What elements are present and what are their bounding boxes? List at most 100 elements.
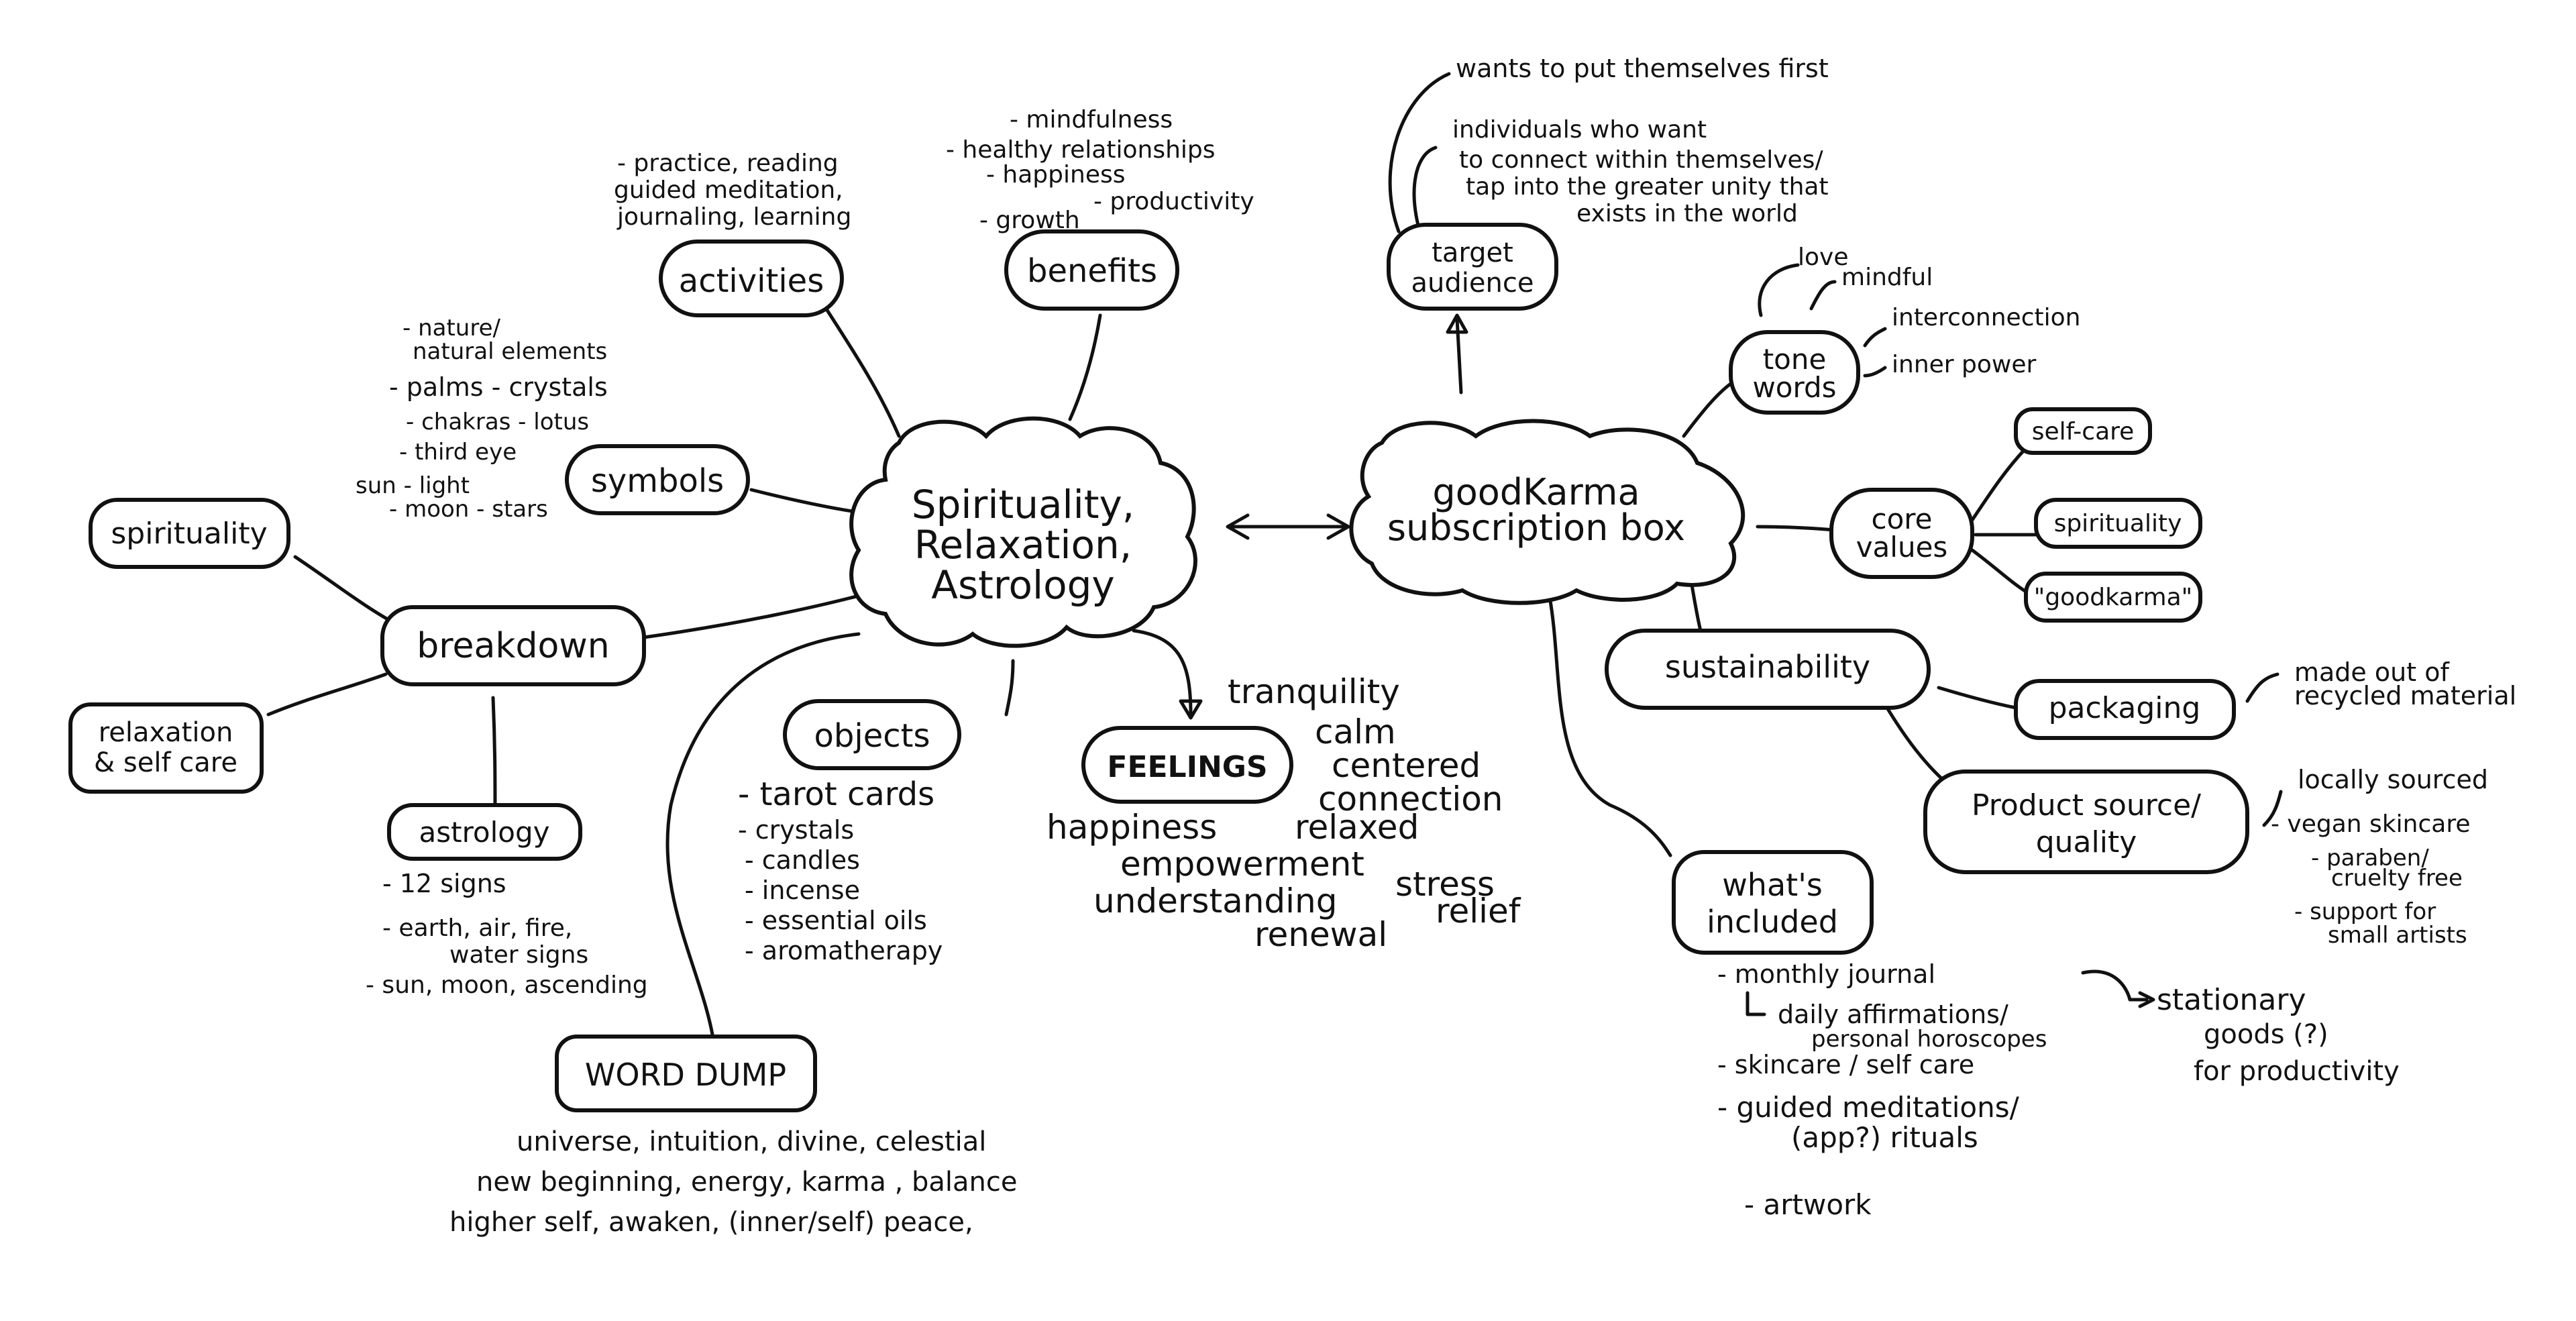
activities-label: activities [679,262,824,300]
main-topic-cloud: Spirituality, Relaxation, Astrology [849,416,1197,648]
benefits-node: benefits [1004,229,1179,311]
tone-words-line1: tone [1763,343,1827,376]
activities-notes: - practice, reading guided meditation, j… [614,150,851,231]
line-breakdown [642,588,881,639]
line-symbols [749,488,867,515]
main-topic-line1: Spirituality, [912,482,1134,527]
core-value-spirituality: spirituality [2034,498,2202,549]
breakdown-label: breakdown [417,626,610,666]
line-core-values [1756,525,1837,532]
included-note-6: (app?) rituals [1791,1121,1978,1154]
activities-note-3: journaling, learning [616,203,851,231]
objects-label: objects [814,717,930,755]
feeling-word-2: calm [1315,712,1396,751]
line-tone-mindful [1809,280,1837,311]
objects-note-1: - tarot cards [738,776,934,813]
included-note-7: - artwork [1744,1188,1872,1221]
symbols-note-1: - nature/ [402,315,500,341]
word-dump-label: WORD DUMP [585,1057,786,1093]
spirituality-node: spirituality [89,498,290,569]
objects-note-5: - essential oils [745,906,927,935]
symbols-note-3: - palms - crystals [389,372,608,402]
whats-included-line1: what's [1722,867,1823,903]
target-note-2: individuals who want [1452,116,1707,144]
astrology-label: astrology [419,816,549,849]
line-activities [820,300,901,438]
stationary-line-1: stationary [2157,983,2306,1017]
feeling-word-7: empowerment [1120,845,1364,884]
line-tone-love [1758,263,1800,317]
tone-words-node: tone words [1729,330,1860,415]
feeling-word-9: stress [1395,865,1495,904]
bracket-packaging [2245,672,2279,703]
line-astrology [491,696,497,814]
benefits-note-3: - happiness [986,161,1126,189]
stationary-line-2: goods (?) [2204,1019,2328,1050]
objects-note-6: - aromatherapy [745,936,943,965]
included-note-3: personal horoscopes [1811,1026,2047,1053]
word-dump-line-2: new beginning, energy, karma , balance [476,1167,1018,1198]
feeling-word-4: connection [1318,780,1503,818]
word-dump-lines: universe, intuition, divine, celestial n… [449,1126,1018,1238]
astrology-note-2: - earth, air, fire, [382,914,572,942]
product-source-line1: Product source/ [1972,788,2201,823]
benefits-notes: - mindfulness - healthy relationships - … [946,106,1254,234]
line-tone-interconnection [1863,327,1887,348]
target-note-5: exists in the world [1576,200,1798,227]
whats-included-notes: - monthly journal daily affirmations/ pe… [1717,959,2047,1221]
activities-note-1: - practice, reading [617,150,839,177]
line-core-self-care [1970,446,2028,522]
whats-included-node: what's included [1672,850,1874,955]
bracket-product-source [2262,790,2283,827]
core-value-1: self-care [2032,418,2135,445]
feeling-word-10: relief [1436,892,1521,931]
objects-note-4: - incense [745,876,860,905]
target-audience-line1: target [1432,237,1513,268]
objects-note-2: - crystals [738,815,854,845]
line-target-note1 [1388,72,1451,233]
bracket-stationary [2081,969,2149,1002]
product-source-note-6: small artists [2328,922,2467,949]
feelings-node: FEELINGS [1081,726,1293,804]
line-tone-inner-power [1863,366,1887,378]
symbols-note-4: - chakras - lotus [406,409,589,435]
core-value-goodkarma: "goodkarma" [2024,572,2202,623]
spirituality-label: spirituality [111,517,267,551]
activities-node: activities [659,240,844,317]
core-value-self-care: self-care [2014,407,2152,455]
objects-node: objects [783,699,961,770]
product-source-note-1: locally sourced [2298,765,2488,794]
core-values-node: core values [1829,488,1974,579]
objects-note-3: - candles [745,845,860,875]
included-note-4: - skincare / self care [1717,1050,1974,1079]
subscription-box-cloud: goodKarma subscription box [1349,419,1746,605]
arrow-target-head [1446,313,1468,334]
target-audience-line2: audience [1411,268,1534,299]
line-word-dump [665,632,861,1049]
astrology-note-4: - sun, moon, ascending [366,971,648,999]
line-feelings [1132,629,1193,717]
word-dump-line-3: higher self, awaken, (inner/self) peace, [449,1207,973,1238]
benefits-label: benefits [1027,252,1157,290]
stationary-line-3: for productivity [2194,1056,2400,1087]
core-values-line2: values [1856,531,1948,564]
line-whats-included [1548,595,1672,857]
tone-words-notes: love mindful interconnection inner power [1798,244,2080,378]
product-source-note-3: - paraben/ [2311,845,2429,871]
tone-note-2: mindful [1841,264,1933,291]
included-note-2: daily affirmations/ [1778,1000,2008,1029]
line-target-audience [1455,317,1463,394]
sub-arrow-journal [1746,991,1766,1016]
arrow-left-head [1226,513,1250,540]
feeling-word-11: renewal [1254,915,1387,954]
relaxation-line1: relaxation [99,717,233,748]
activities-note-2: guided meditation, [614,176,843,204]
feeling-word-8: understanding [1093,882,1337,920]
main-topic-line2: Relaxation, [914,522,1132,568]
arrow-feelings-head [1179,699,1203,720]
product-source-line2: quality [2036,825,2137,859]
core-values-line1: core [1872,503,1933,535]
target-note-4: tap into the greater unity that [1466,173,1829,201]
symbols-note-7: - moon - stars [389,496,548,523]
